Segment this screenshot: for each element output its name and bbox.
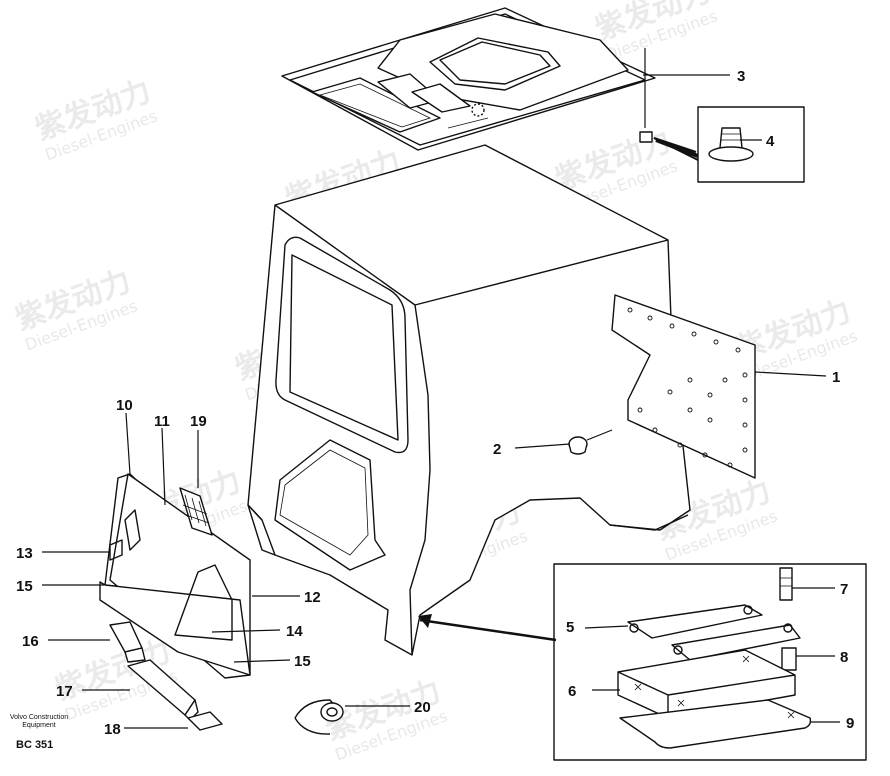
plug: [568, 436, 588, 455]
callout-16: 16: [22, 633, 39, 650]
caption-code: BC 351: [16, 739, 54, 751]
grille: [179, 487, 213, 536]
callout-2: 2: [493, 441, 501, 458]
panel-hole: [727, 462, 733, 468]
panel-hole: [742, 397, 748, 403]
callout-6: 6: [568, 683, 576, 700]
callout-19: 19: [190, 413, 207, 430]
panel-hole: [667, 389, 673, 395]
panel-hole: [702, 452, 708, 458]
side-panel: [611, 294, 756, 479]
panel-hole: [687, 377, 693, 383]
callout-17: 17: [56, 683, 73, 700]
panel-hole: [742, 447, 748, 453]
panel-hole: [627, 307, 633, 313]
callout-8: 8: [840, 649, 848, 666]
panel-hole: [687, 407, 693, 413]
panel-hole: [742, 422, 748, 428]
panel-hole: [713, 339, 719, 345]
left-trim-panels: [99, 473, 251, 679]
panel-hole: [707, 417, 713, 423]
panel-hole: [722, 377, 728, 383]
panel-hole: [669, 323, 675, 329]
callout-10: 10: [116, 397, 133, 414]
panel-hole: [637, 407, 643, 413]
callout-15-top: 15: [16, 578, 33, 595]
detail-box-clip: [639, 106, 805, 183]
panel-hole: [707, 392, 713, 398]
panel-hole: [691, 331, 697, 337]
caption-brand: Volvo Construction Equipment: [4, 714, 74, 730]
small-trim-parts: [109, 621, 223, 731]
panel-hole: [742, 372, 748, 378]
callout-4: 4: [766, 133, 775, 150]
callout-15-bottom: 15: [294, 653, 311, 670]
callout-3: 3: [737, 68, 745, 85]
leader-lines: [42, 48, 840, 729]
callout-1: 1: [832, 369, 840, 386]
panel-hole: [647, 315, 653, 321]
panel-holes: [627, 307, 748, 468]
tape-roll: [294, 699, 344, 735]
panel-hole: [735, 347, 741, 353]
callout-14: 14: [286, 623, 303, 640]
callout-11: 11: [154, 413, 170, 430]
callouts: 3 4 1 2 10 11 19 13 15 12 14 15 16 17 18…: [16, 68, 854, 738]
panel-hole: [652, 427, 658, 433]
callout-13: 13: [16, 545, 33, 562]
callout-7: 7: [840, 581, 848, 598]
cab-body: [247, 144, 691, 656]
callout-12: 12: [304, 589, 321, 606]
caption-line2: Equipment: [22, 722, 56, 729]
caption-line1: Volvo Construction: [9, 714, 69, 721]
panel-hole: [677, 442, 683, 448]
callout-5: 5: [566, 619, 574, 636]
detail-box-mount: [418, 563, 867, 761]
callout-20: 20: [414, 699, 431, 716]
roof-headliner: [281, 7, 656, 151]
callout-9: 9: [846, 715, 854, 732]
callout-18: 18: [104, 721, 121, 738]
